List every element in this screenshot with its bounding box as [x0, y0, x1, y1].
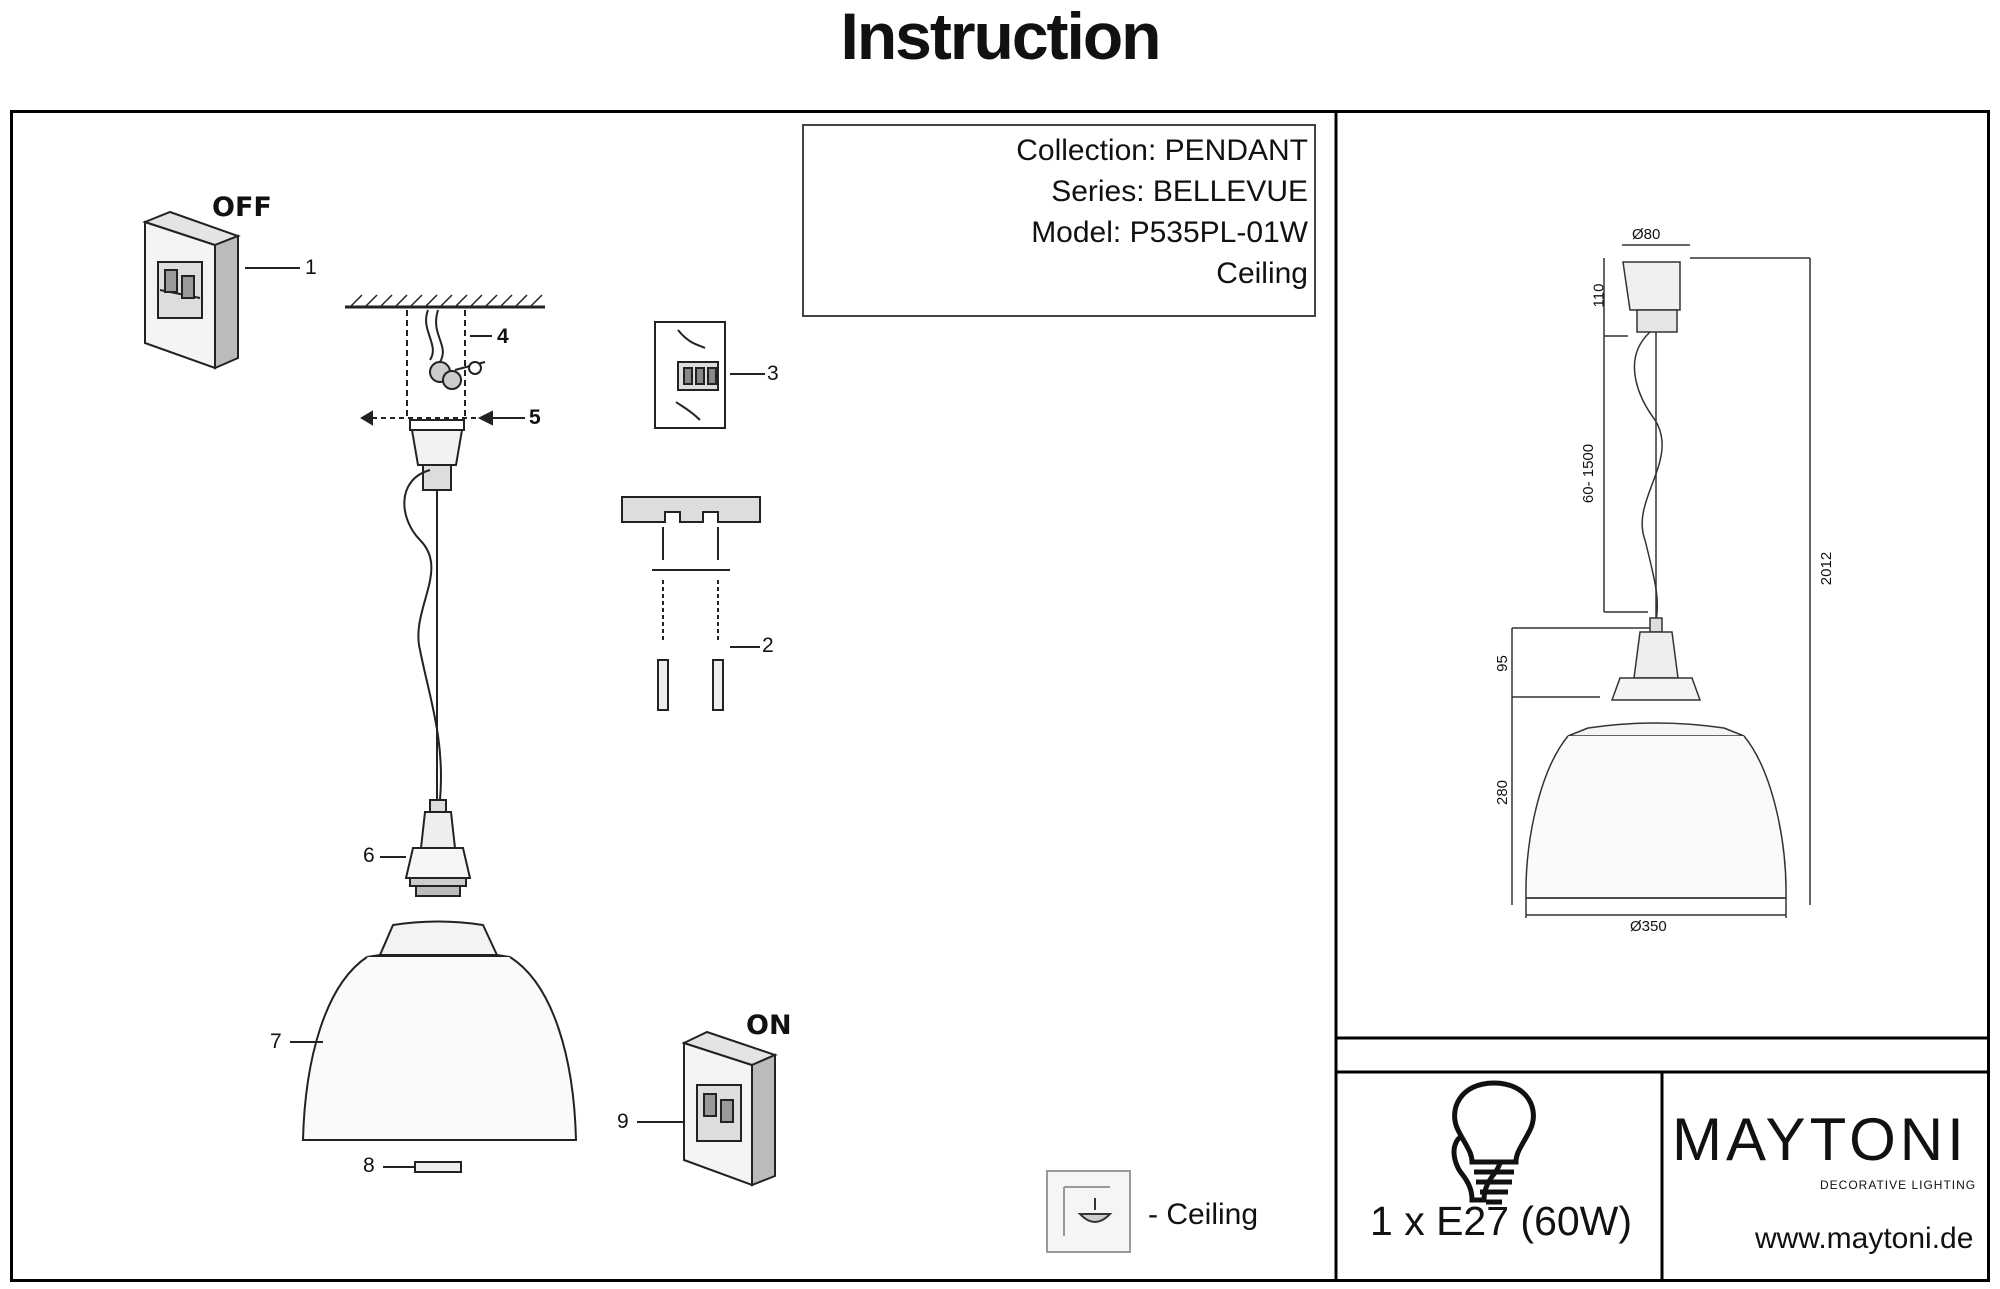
brand-logo: MAYTONI [1672, 1106, 1968, 1173]
model-text: Model: P535PL-01W [1031, 216, 1308, 249]
dim-canopy-diameter: Ø80 [1632, 226, 1661, 243]
brand-tagline: DECORATIVE LIGHTING [1820, 1178, 1977, 1192]
callout-3: 3 [767, 362, 779, 385]
dimension-drawing [1511, 244, 1811, 918]
bulb-spec: 1 x E27 (60W) [1370, 1198, 1633, 1244]
dim-holder-height: 95 [1493, 655, 1511, 672]
callout-2: 2 [762, 634, 774, 657]
switch-off-label: OFF [212, 192, 272, 223]
ceiling-canopy-drawing [345, 294, 545, 801]
shade-drawing [290, 920, 578, 1141]
mount-type-text: Ceiling [1216, 257, 1308, 290]
switch-on-label: ON [746, 1010, 792, 1041]
lightbulb-icon-body [1452, 1080, 1536, 1205]
ceiling-mount-icon [1046, 1170, 1131, 1253]
ceiling-legend-text: - Ceiling [1148, 1198, 1259, 1231]
dim-canopy-height: 110 [1590, 283, 1608, 308]
connector-drawing [654, 321, 765, 429]
page-title: Instruction [840, 0, 1162, 73]
switch-on-drawing [637, 1030, 778, 1187]
dim-total-height: 2012 [1818, 551, 1836, 586]
collection-text: Collection: PENDANT [1016, 134, 1308, 167]
callout-1: 1 [305, 256, 317, 279]
dim-cable-length: 60- 1500 [1580, 443, 1598, 504]
screw-mount-drawing [621, 496, 761, 711]
product-info-box: Collection: PENDANT Series: BELLEVUE Mod… [802, 124, 1316, 317]
cap-drawing [383, 1161, 462, 1173]
lamp-holder-drawing [380, 799, 472, 897]
instruction-frame [10, 110, 1990, 1282]
callout-6: 6 [363, 844, 375, 867]
dim-shade-height: 280 [1494, 779, 1512, 806]
callout-9: 9 [617, 1110, 629, 1133]
series-text: Series: BELLEVUE [1051, 175, 1308, 208]
switch-off-drawing [142, 210, 300, 370]
dim-shade-diameter: Ø350 [1630, 918, 1667, 935]
callout-8: 8 [363, 1154, 375, 1177]
callout-7: 7 [270, 1030, 282, 1053]
callout-5: 5 [529, 406, 541, 429]
brand-url: www.maytoni.de [1755, 1222, 1974, 1255]
callout-4: 4 [497, 325, 509, 348]
